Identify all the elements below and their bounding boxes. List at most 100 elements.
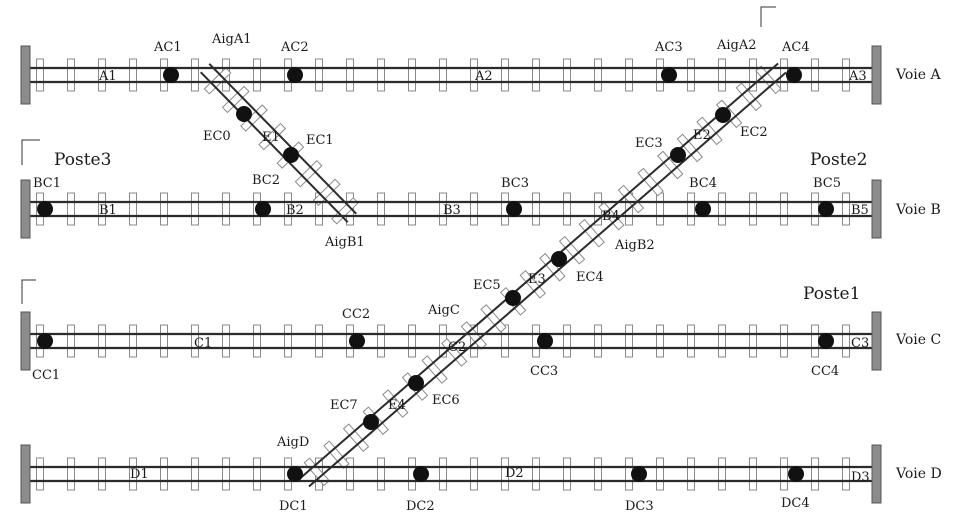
- track-label-c: Voie C: [895, 332, 941, 348]
- block-label-e1: E1: [262, 130, 280, 145]
- sleeper: [718, 192, 726, 226]
- sensor-cc3: [537, 333, 553, 349]
- sensor-ec5: [505, 290, 521, 306]
- post-box-mark-left-b: [21, 139, 40, 165]
- sleeper: [687, 324, 695, 358]
- block-label-c2: C2: [448, 340, 466, 355]
- rail-crossover-a2-d-a: [308, 71, 787, 488]
- sleeper: [439, 58, 447, 92]
- sensor-cc4: [818, 333, 834, 349]
- sleeper: [129, 324, 137, 358]
- sensor-label-cc2: CC2: [342, 307, 370, 322]
- block-label-e4: E4: [388, 398, 406, 413]
- sleeper: [67, 58, 75, 92]
- sensor-label-ec7: EC7: [330, 398, 358, 413]
- block-label-d2: D2: [505, 466, 524, 481]
- buffer-stops-layer: [20, 45, 882, 504]
- block-label-c3: C3: [851, 336, 869, 351]
- sleeper: [625, 58, 633, 92]
- sleeper: [656, 192, 664, 226]
- sensor-bc1: [37, 201, 53, 217]
- sleeper: [36, 457, 44, 491]
- sensor-label-bc4: BC4: [689, 176, 717, 191]
- sensor-dc3: [631, 466, 647, 482]
- sensor-label-dc4: DC4: [781, 496, 810, 511]
- sleeper: [439, 457, 447, 491]
- sleeper: [811, 324, 819, 358]
- sensors-layer: [37, 67, 834, 482]
- sleeper: [811, 58, 819, 92]
- sensor-label-ec5: EC5: [473, 278, 501, 293]
- sensor-label-bc5: BC5: [813, 176, 841, 191]
- sensor-bc4: [695, 201, 711, 217]
- sleeper: [563, 58, 571, 92]
- buffer-stop-right-a: [871, 45, 882, 105]
- sleeper: [160, 457, 168, 491]
- sleeper: [718, 457, 726, 491]
- sleeper: [657, 150, 684, 180]
- sleeper: [377, 457, 385, 491]
- sensor-label-cc1: CC1: [32, 368, 60, 383]
- sensor-ec1: [283, 147, 299, 163]
- sleeper: [687, 192, 695, 226]
- sensor-label-ec6: EC6: [432, 393, 460, 408]
- sensor-label-ec1: EC1: [306, 133, 334, 148]
- buffer-stop-right-d: [871, 444, 882, 504]
- sensor-label-bc2: BC2: [252, 173, 280, 188]
- sensor-label-cc4: CC4: [811, 364, 839, 379]
- sleeper: [780, 324, 788, 358]
- sleeper: [578, 218, 605, 248]
- sensor-label-ac4: AC4: [781, 40, 810, 55]
- sleeper: [842, 457, 850, 491]
- sensor-dc1: [287, 466, 303, 482]
- sleeper: [676, 133, 704, 163]
- switch-label-aigb2: AigB2: [614, 238, 655, 253]
- sleeper: [563, 324, 571, 358]
- sleeper: [780, 192, 788, 226]
- sleeper: [191, 457, 199, 491]
- sensor-label-ec4: EC4: [576, 270, 604, 285]
- sleeper: [222, 324, 230, 358]
- post-box-mark-left-c: [21, 279, 36, 304]
- sensor-label-ac2: AC2: [280, 40, 309, 55]
- track-label-a: Voie A: [895, 67, 941, 83]
- sensor-label-cc3: CC3: [530, 364, 558, 379]
- buffer-stop-right-c: [871, 311, 882, 371]
- sleeper: [439, 192, 447, 226]
- sleeper: [441, 338, 468, 367]
- sleeper: [222, 457, 230, 491]
- sleeper: [253, 457, 261, 491]
- block-label-e2: E2: [693, 128, 711, 143]
- block-label-b3: B3: [443, 203, 461, 218]
- sleeper: [558, 235, 586, 265]
- rail-crossover-a1-b1-b: [200, 71, 349, 223]
- sleeper: [191, 58, 199, 92]
- sleeper: [811, 457, 819, 491]
- sleeper: [470, 58, 478, 92]
- sleeper: [656, 457, 664, 491]
- block-label-b4: B4: [602, 209, 620, 224]
- sleeper: [331, 197, 359, 225]
- sleeper: [718, 324, 726, 358]
- sensor-label-bc3: BC3: [501, 176, 529, 191]
- sleeper: [377, 324, 385, 358]
- sleeper: [98, 58, 106, 92]
- block-label-b1: B1: [99, 203, 117, 218]
- sleeper: [625, 324, 633, 358]
- sleeper: [67, 324, 75, 358]
- sleeper: [294, 159, 323, 188]
- sleeper: [377, 192, 385, 226]
- sensor-label-dc3: DC3: [625, 499, 654, 514]
- track-label-d: Voie D: [895, 466, 942, 482]
- sleeper: [519, 269, 546, 299]
- sleeper: [284, 324, 292, 358]
- sleeper: [191, 192, 199, 226]
- sleeper: [408, 192, 416, 226]
- sleeper: [421, 355, 448, 384]
- sleeper: [203, 67, 232, 95]
- buffer-stop-right-b: [871, 179, 882, 239]
- track-label-b: Voie B: [895, 202, 941, 218]
- sensor-label-ac3: AC3: [654, 40, 683, 55]
- sleeper: [98, 457, 106, 491]
